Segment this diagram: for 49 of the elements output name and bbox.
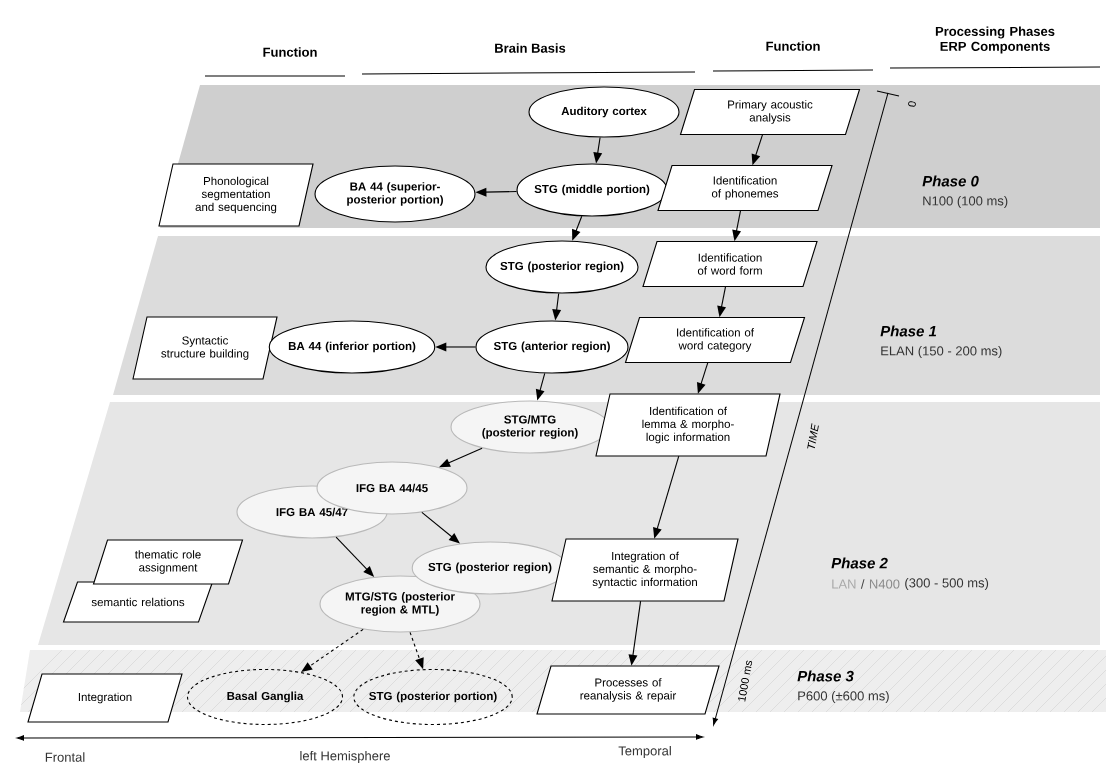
function-box: Integration of semantic & morpho-syntactic information xyxy=(551,538,739,602)
function-box: Processes of reanalysis & repair xyxy=(536,665,720,715)
function-box: Identification of word category xyxy=(624,316,806,364)
axis-label: Temporal xyxy=(618,745,671,759)
arrow xyxy=(335,536,375,577)
arrow xyxy=(751,134,764,166)
function-box: Identification of lemma & morpho-logic information xyxy=(595,393,781,457)
arrow xyxy=(628,600,642,666)
column-heading: Brain Basis xyxy=(495,43,566,53)
phase-title: Phase 0 xyxy=(922,175,979,187)
function-box: Phonological segmentation and sequencing xyxy=(158,163,314,227)
function-box: thematic role assignment xyxy=(92,539,244,585)
arrow xyxy=(552,292,562,321)
arrow xyxy=(435,342,476,352)
column-heading: Function xyxy=(263,47,317,57)
arrow xyxy=(653,455,680,539)
arrow xyxy=(732,210,742,242)
arrow xyxy=(696,362,709,394)
axis-label: TIME xyxy=(807,423,819,449)
phase-subtitle: N100 (100 ms) xyxy=(923,195,1008,209)
function-box: Integration xyxy=(27,673,183,723)
arrow xyxy=(535,372,546,401)
arrow xyxy=(421,511,460,544)
phase-title: Phase 1 xyxy=(880,325,937,337)
arrow xyxy=(439,447,483,468)
function-box: Identification of word form xyxy=(642,240,818,288)
axis-label: left Hemisphere xyxy=(300,750,390,764)
column-heading: Function xyxy=(766,41,820,51)
phase-subtitle: (300 - 500 ms) xyxy=(905,577,989,591)
function-box: Identification of phonemes xyxy=(657,164,833,212)
phase-subtitle: / xyxy=(860,579,865,589)
function-box: Syntactic structure building xyxy=(132,316,278,380)
arrow xyxy=(301,628,364,673)
arrow xyxy=(593,136,603,164)
axis-label: 1000 ms xyxy=(738,660,753,702)
phase-subtitle: ELAN (150 - 200 ms) xyxy=(881,345,1002,359)
function-box: Primary acoustic analysis xyxy=(679,88,861,136)
phase-subtitle: P600 (±600 ms) xyxy=(798,690,889,704)
arrow xyxy=(409,631,424,670)
column-heading: Processing Phases ERP Components xyxy=(935,26,1055,54)
arrow xyxy=(717,286,727,318)
phase-title: Phase 2 xyxy=(831,557,888,569)
arrow xyxy=(475,187,518,197)
axis-label: 0 xyxy=(908,101,916,107)
phase-subtitle: N400 xyxy=(869,579,900,589)
axis-label: Frontal xyxy=(45,752,85,762)
arrow xyxy=(572,215,583,241)
phase-subtitle: LAN xyxy=(832,579,856,589)
phase-title: Phase 3 xyxy=(797,670,854,682)
